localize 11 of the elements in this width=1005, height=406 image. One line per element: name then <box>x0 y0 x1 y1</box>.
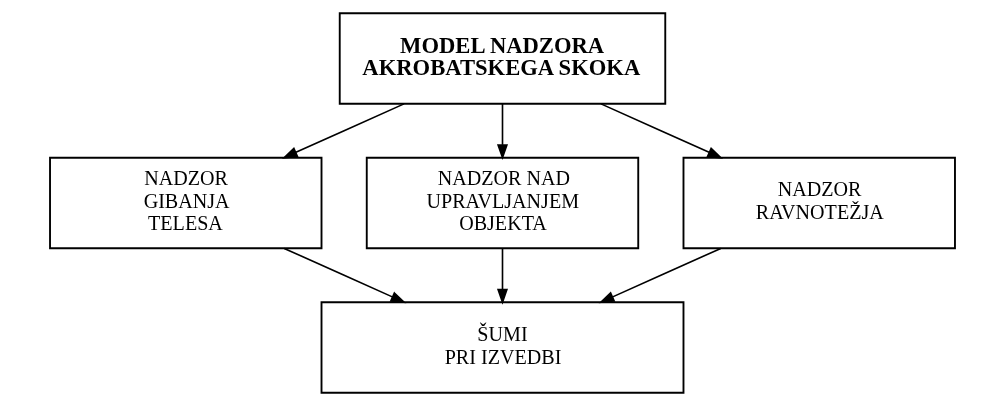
node-box: NADZOR NAD UPRAVLJANJEM OBJEKTA <box>365 156 640 250</box>
arrow <box>283 247 407 304</box>
arrow <box>496 247 509 305</box>
node-box: NADZOR RAVNOTEŽJA <box>682 156 956 250</box>
arrow <box>598 247 722 304</box>
arrow <box>600 103 724 159</box>
arrow <box>496 103 509 161</box>
arrow <box>281 103 405 159</box>
node-box: ŠUMI PRI IZVEDBI <box>320 301 685 394</box>
node-box: NADZOR GIBANJA TELESA <box>49 156 323 250</box>
node-box: MODEL NADZORA AKROBATSKEGA SKOKA <box>338 12 667 105</box>
